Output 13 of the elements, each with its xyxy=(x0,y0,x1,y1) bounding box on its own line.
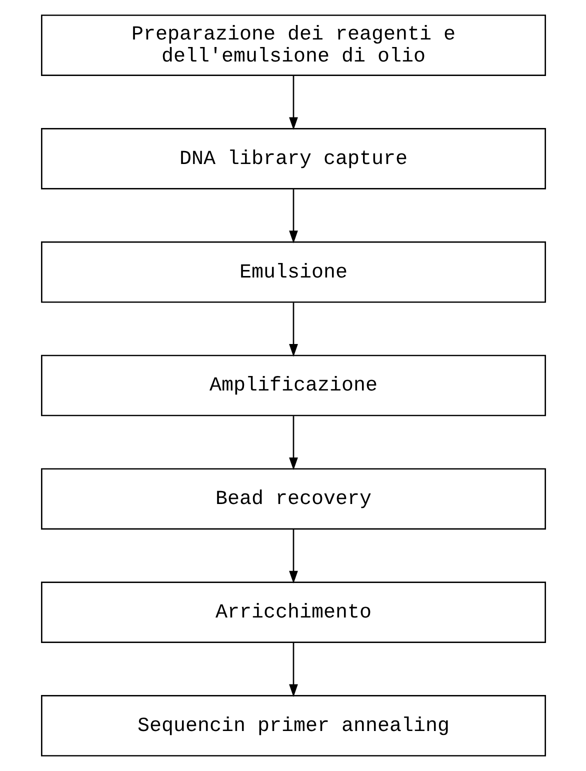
arrow xyxy=(288,302,298,357)
node-box: Preparazione dei reagenti e dell'emulsione di olio xyxy=(40,14,546,76)
arrow xyxy=(288,642,298,697)
arrow xyxy=(288,189,298,244)
node-box: DNA library capture xyxy=(40,128,546,190)
arrow xyxy=(288,416,298,470)
node-box: Bead recovery xyxy=(40,468,546,530)
arrow xyxy=(288,76,298,130)
node-box: Sequencin primer annealing xyxy=(40,695,546,756)
node-box: Emulsione xyxy=(40,241,546,303)
arrow xyxy=(288,530,298,584)
node-box: Amplificazione xyxy=(40,354,546,416)
node-box: Arricchimento xyxy=(40,582,546,643)
